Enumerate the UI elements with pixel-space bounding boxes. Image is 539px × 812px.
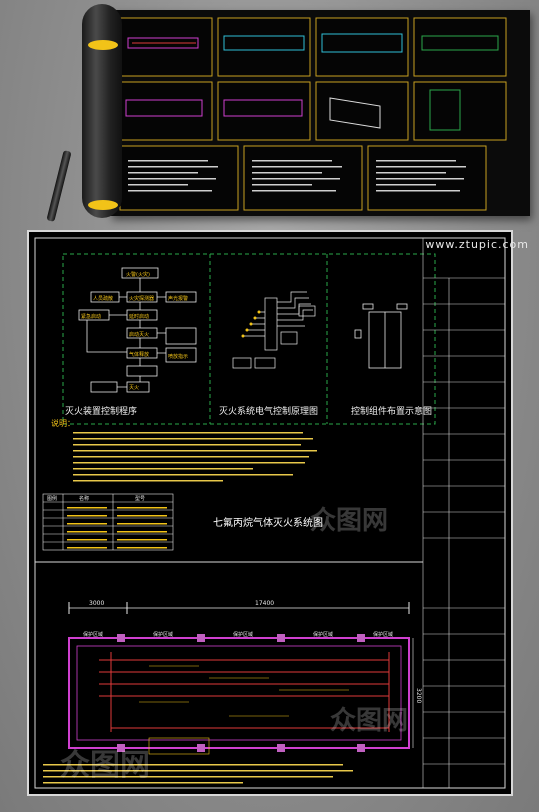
flow-label: 火灾探测器 <box>129 295 154 302</box>
zone-label: 保护区域 <box>153 631 173 638</box>
flow-label: 气体释放 <box>129 351 149 358</box>
thumbnail <box>429 89 461 131</box>
roll-band <box>88 40 118 50</box>
door-layout <box>354 303 408 369</box>
zone-label: 保护区域 <box>313 631 333 638</box>
flow-links <box>109 278 166 388</box>
legend-header-cell: 名称 <box>79 495 89 502</box>
plan-notes <box>43 764 353 784</box>
control-flow <box>78 267 197 393</box>
paper-roll <box>82 4 122 218</box>
zone-label: 保护区域 <box>373 631 393 638</box>
pipe-network <box>99 652 390 732</box>
inner-frame <box>34 237 506 789</box>
legend-header-cell: 型号 <box>135 495 145 502</box>
door-device <box>396 303 408 310</box>
watermark-stamp: 众图网 <box>60 748 150 783</box>
thumbnail <box>223 99 303 117</box>
flow-box <box>165 327 197 345</box>
cylinder-callout <box>148 737 210 755</box>
thumbnail <box>421 35 499 51</box>
room-outline <box>68 637 410 749</box>
legend-table <box>42 493 174 551</box>
columns <box>117 634 365 752</box>
dim-side: 3200 <box>415 688 422 704</box>
thumbnail-grid <box>119 17 507 211</box>
electrical-nodes <box>241 310 261 338</box>
flow-label: 声光报警 <box>168 295 188 302</box>
watermark-stamp: 众图网 <box>330 706 409 736</box>
flow-labels: 火警(火灾) 人员疏散 火灾探测器 声光报警 紧急启动 延时启动 启动灭火 气体… <box>81 271 188 391</box>
site-watermark: www.ztupic.com <box>425 238 529 251</box>
flow-label: 喷放指示 <box>168 353 188 360</box>
thumbnail <box>329 97 381 129</box>
wire-bundle <box>243 311 265 337</box>
dim-total: 17400 <box>255 600 275 607</box>
zone-labels: 保护区域 保护区域 保护区域 保护区域 保护区域 <box>83 631 393 638</box>
watermark-stamp: 众图网 <box>310 506 389 536</box>
roll-band <box>88 200 118 210</box>
drawing-canvas: 火警(火灾) 人员疏散 火灾探测器 声光报警 紧急启动 延时启动 启动灭火 气体… <box>34 237 506 789</box>
flow-label: 启动灭火 <box>129 331 149 338</box>
thumbnail <box>315 17 409 77</box>
flow-box <box>126 365 158 377</box>
dim-left: 3000 <box>89 600 105 607</box>
nozzle-leaders <box>139 665 349 717</box>
thumbnail <box>119 17 213 77</box>
door-device <box>354 329 362 339</box>
wire-bundle <box>277 291 313 327</box>
room-outline-inner <box>76 645 402 741</box>
diagram-frame <box>62 253 436 425</box>
thumb-row-2 <box>119 81 507 141</box>
flow-links <box>86 320 127 353</box>
notes-label: 说明： <box>51 419 75 428</box>
thumbnail <box>315 81 409 141</box>
panel-box <box>298 305 316 317</box>
thumbnail <box>223 35 305 51</box>
thumbnail <box>321 33 403 53</box>
system-title: 七氟丙烷气体灭火系统图 <box>213 518 323 529</box>
preview-sheet <box>110 10 530 216</box>
flow-label: 延时启动 <box>129 313 149 320</box>
panel-box <box>232 357 252 369</box>
flow-label: 灭火 <box>129 385 139 391</box>
control-program-title: 灭火装置控制程序 <box>65 407 138 417</box>
flow-label: 紧急启动 <box>81 313 101 320</box>
cad-drawing: 火警(火灾) 人员疏散 火灾探测器 声光报警 紧急启动 延时启动 启动灭火 气体… <box>27 230 513 796</box>
thumbnail <box>413 17 507 77</box>
electrical-diagram <box>232 291 316 369</box>
thumbnail <box>217 81 311 141</box>
thumbnail <box>217 17 311 77</box>
title-block <box>422 238 505 788</box>
zone-label: 保护区域 <box>233 631 253 638</box>
flow-box <box>90 381 118 393</box>
panel-box <box>264 297 278 351</box>
legend-header: 图例 名称 型号 <box>47 495 145 502</box>
panel-box <box>280 331 298 345</box>
layout-title: 控制组件布置示意图 <box>351 407 433 417</box>
thumb-text-lines <box>128 160 466 192</box>
legend-header-cell: 图例 <box>47 495 57 502</box>
plan-view: 保护区域 保护区域 保护区域 保护区域 保护区域 <box>68 602 414 755</box>
door-device <box>362 303 374 310</box>
electrical-title: 灭火系统电气控制原理图 <box>219 407 319 417</box>
thumb-row-1 <box>119 17 507 77</box>
legend-rows <box>67 507 167 549</box>
thumbnail <box>119 81 213 141</box>
flow-box <box>165 347 197 363</box>
flow-label: 火警(火灾) <box>126 271 150 278</box>
notes-lines <box>73 432 317 482</box>
flow-label: 人员疏散 <box>93 295 113 302</box>
thumbnail <box>125 99 203 117</box>
thumbnail <box>127 37 199 49</box>
zone-label: 保护区域 <box>83 631 103 638</box>
panel-box <box>254 357 276 369</box>
